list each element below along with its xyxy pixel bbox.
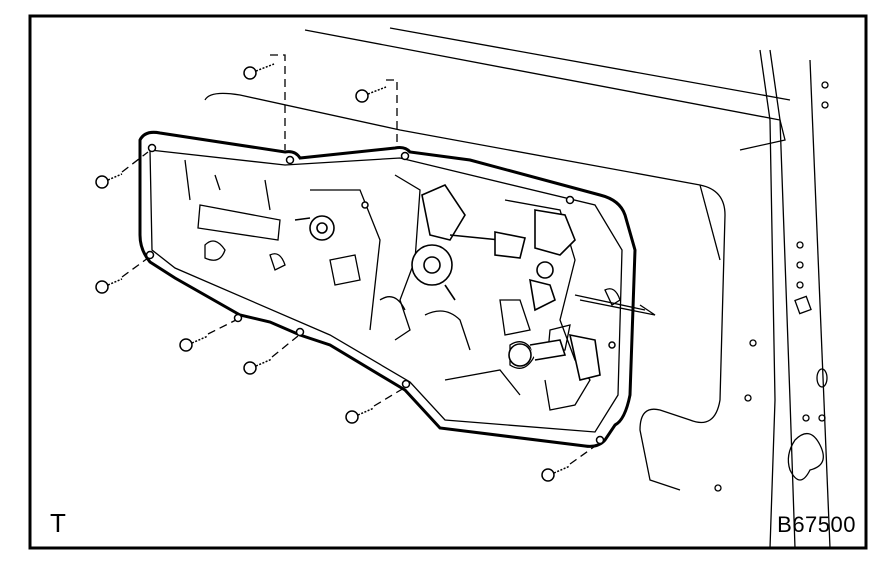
bolts [95,54,599,482]
leader-line [121,257,149,278]
door-holes [714,81,829,492]
carrier-plate [138,130,637,448]
bolt-icon [95,173,123,189]
bolt-icon [179,335,209,352]
leader-line [121,151,149,173]
view-letter: T [50,508,66,538]
bolt-icon [243,63,275,80]
door-outline [204,27,831,549]
leader-line [569,443,599,465]
figure-border [28,14,868,550]
leader-line [207,319,237,335]
carrier-plate-inner [149,149,623,433]
leader-line [271,335,299,358]
leader-line [386,79,398,148]
bolt-icon [243,358,273,375]
bolt-icon [355,86,387,103]
bolt-icon [541,465,571,482]
regulator-motor [411,183,526,301]
bolt-icon [345,407,375,424]
door-lock-assembly [508,209,601,381]
figure-code: B67500 [777,512,856,537]
leader-line [270,54,286,150]
bolt-icon [95,278,123,294]
regulator-pulley [294,215,335,241]
plate-holes [145,143,616,445]
leader-line [373,387,405,407]
